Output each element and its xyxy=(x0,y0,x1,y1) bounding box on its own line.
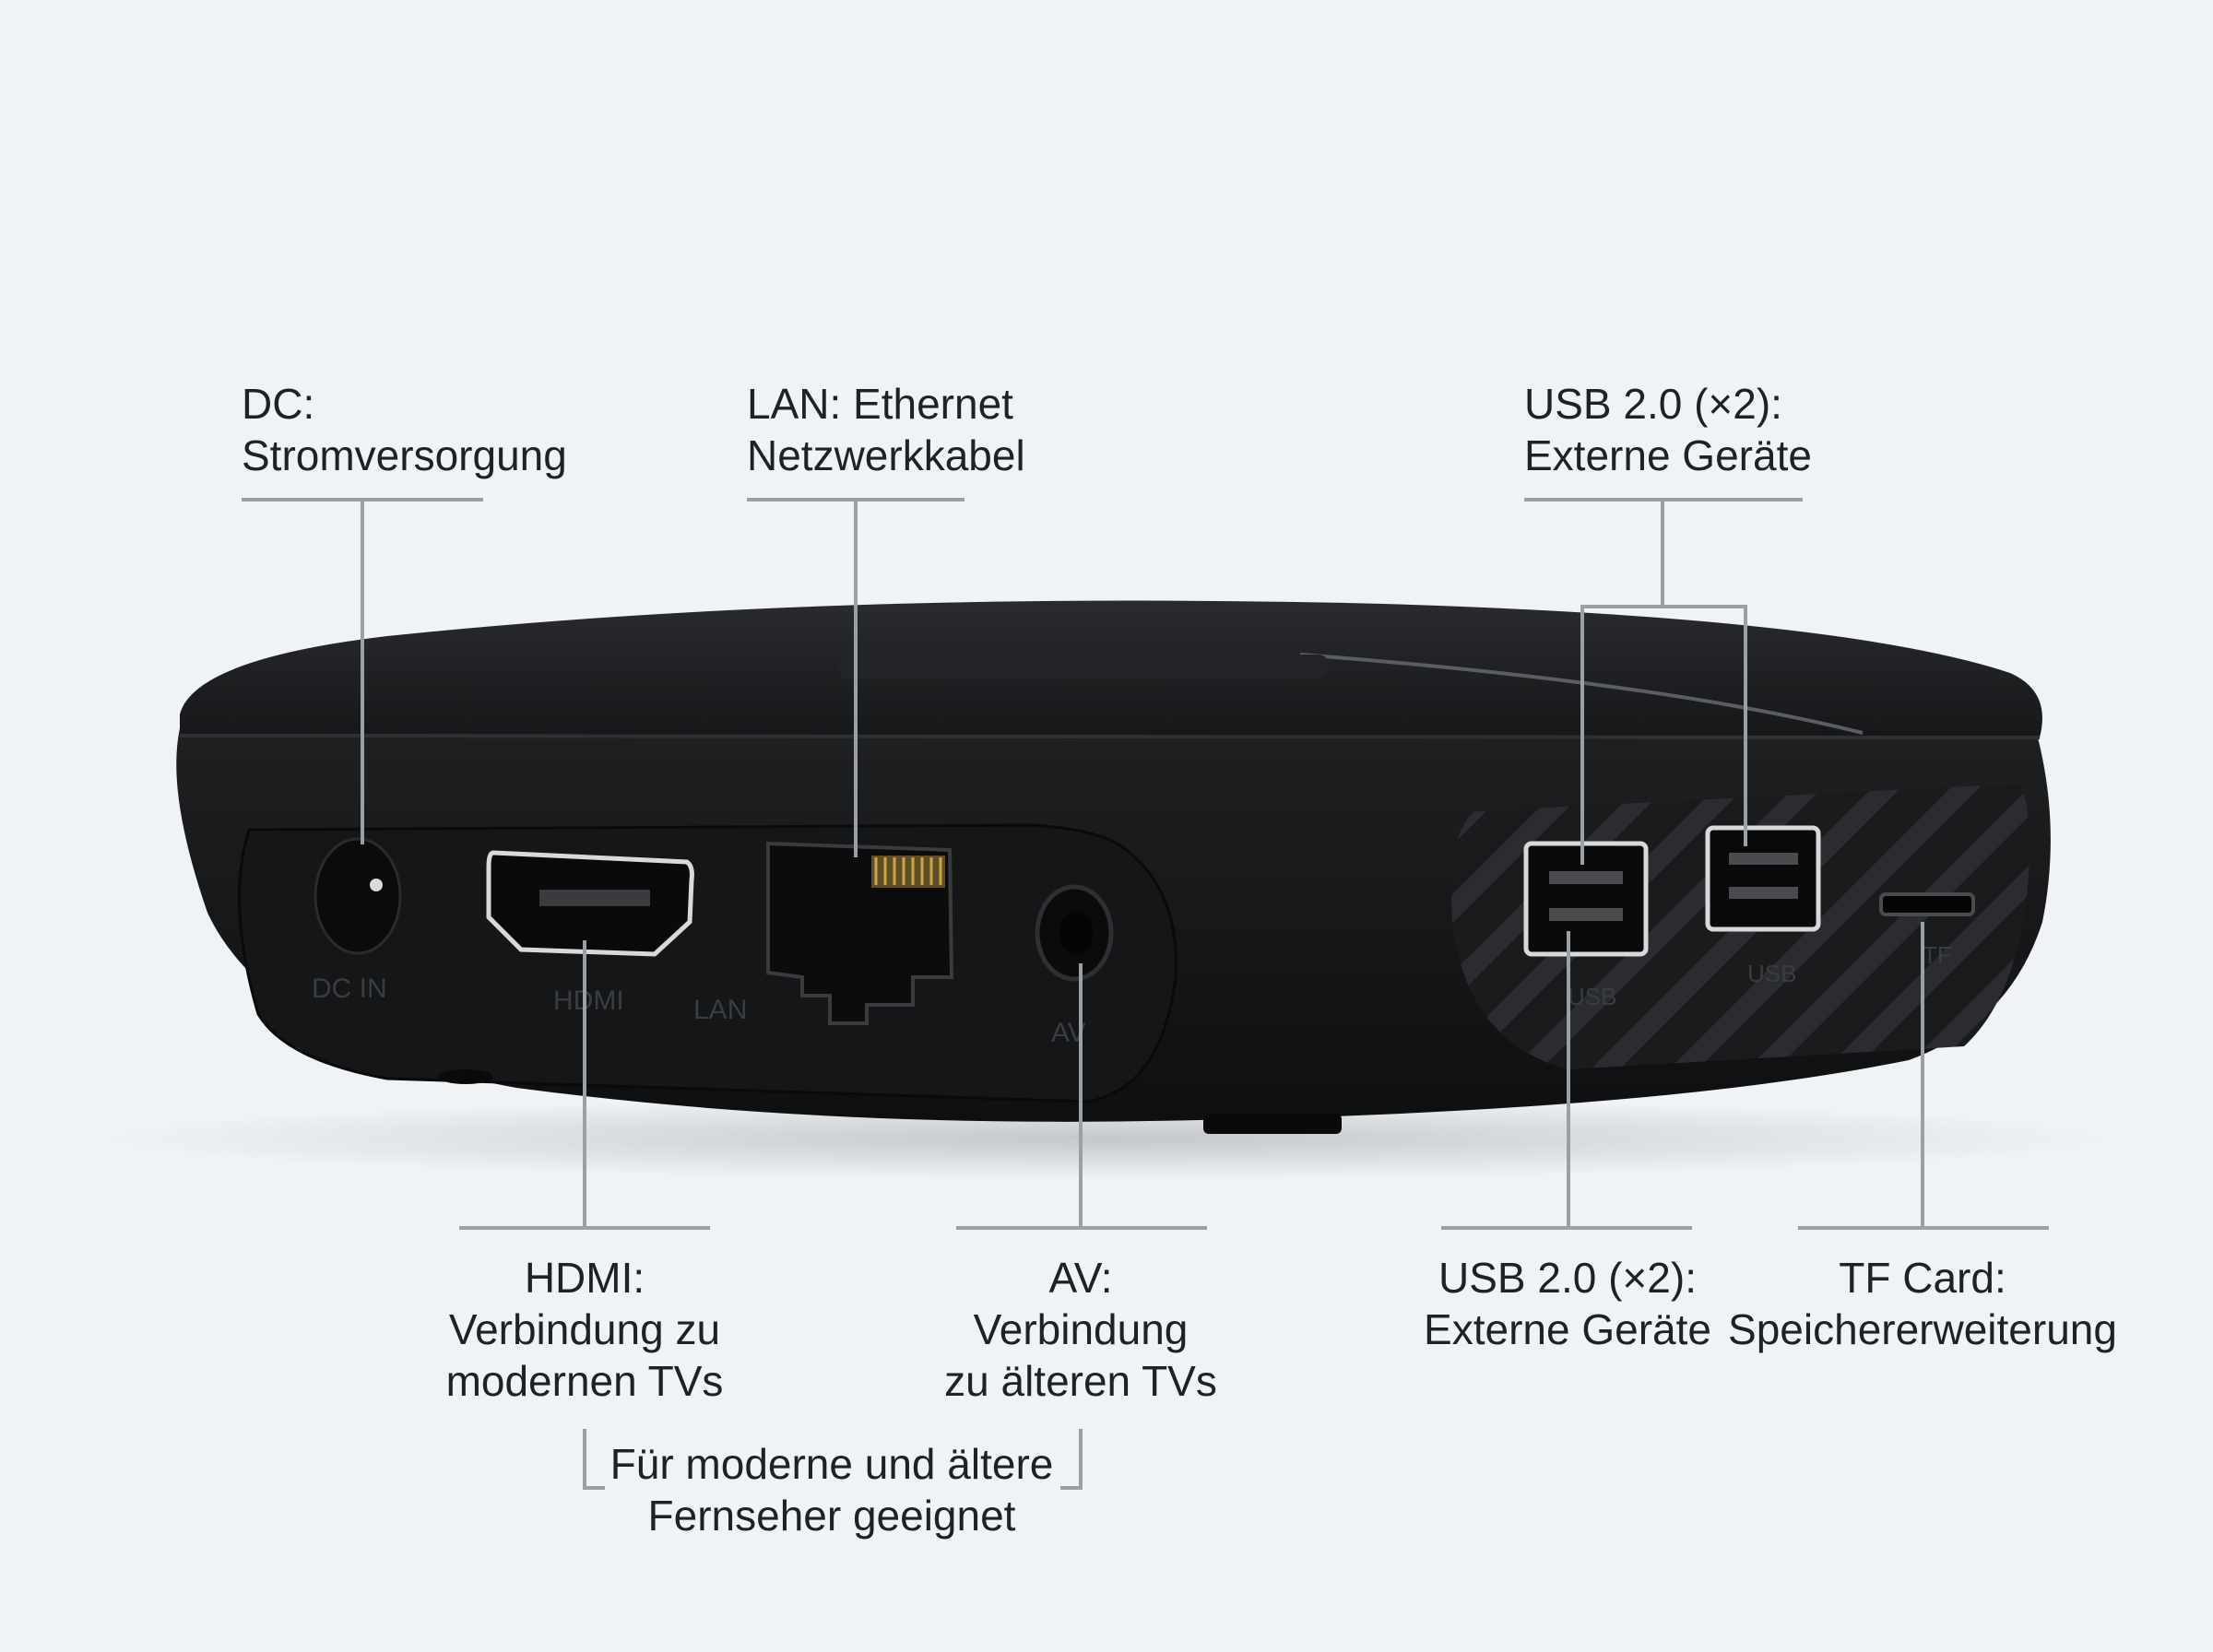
dc-label: DC: Stromversorgung xyxy=(242,378,567,481)
usb-top-rule xyxy=(1524,498,1803,502)
usb1-marking: USB xyxy=(1568,983,1616,1010)
lan-label: LAN: Ethernet Netzwerkkabel xyxy=(747,378,1025,481)
hdmi-rule xyxy=(459,1226,710,1230)
hdmi-desc-1: Verbindung zu xyxy=(448,1305,721,1353)
usb-port-1 xyxy=(1523,841,1649,957)
usb-bottom-rule xyxy=(1441,1226,1692,1230)
foot xyxy=(438,1069,493,1084)
lan-desc: Netzwerkkabel xyxy=(747,431,1025,479)
bracket-line-1: Für moderne und ältere xyxy=(609,1440,1054,1488)
bracket-right xyxy=(1079,1429,1083,1490)
usb-bottom-label: USB 2.0 (×2): Externe Geräte xyxy=(1424,1252,1711,1355)
usb-bottom-desc: Externe Geräte xyxy=(1424,1305,1711,1353)
usb2-marking: USB xyxy=(1747,960,1796,987)
av-desc-2: zu älteren TVs xyxy=(944,1357,1217,1405)
lan-leader xyxy=(854,502,858,857)
usb-top-fork xyxy=(1580,605,1747,608)
tf-label: TF Card: Speichererweiterung xyxy=(1728,1252,2117,1355)
dc-title: DC: xyxy=(242,380,315,428)
lid-highlight xyxy=(1299,653,1864,735)
usb-top-title: USB 2.0 (×2): xyxy=(1524,380,1782,428)
bracket-left-foot xyxy=(583,1486,605,1490)
usb-top-desc: Externe Geräte xyxy=(1524,431,1812,479)
usb-bottom-title: USB 2.0 (×2): xyxy=(1438,1254,1697,1302)
tf-title: TF Card: xyxy=(1839,1254,2006,1302)
dc-marking: DC IN xyxy=(312,974,387,1004)
av-desc-1: Verbindung xyxy=(973,1305,1189,1353)
foot xyxy=(1203,1114,1342,1134)
dc-rule xyxy=(242,498,483,502)
dc-port xyxy=(314,837,402,955)
usb-bottom-leader xyxy=(1567,931,1570,1228)
dc-desc: Stromversorgung xyxy=(242,431,567,479)
tf-leader xyxy=(1921,922,1924,1228)
floor-shadow xyxy=(92,1097,2121,1180)
hdmi-leader xyxy=(583,940,586,1228)
hdmi-marking: HDMI xyxy=(553,985,624,1016)
tf-desc: Speichererweiterung xyxy=(1728,1305,2117,1353)
usb-port-2 xyxy=(1705,825,1821,932)
hdmi-desc-2: modernen TVs xyxy=(445,1357,724,1405)
tf-rule xyxy=(1798,1226,2049,1230)
lan-title: LAN: Ethernet xyxy=(747,380,1013,428)
usb-top-leader-1 xyxy=(1580,605,1584,865)
hdmi-port xyxy=(486,850,694,957)
bracket-left xyxy=(583,1429,586,1490)
av-port xyxy=(1035,884,1114,982)
tf-marking: TF xyxy=(1923,941,1952,969)
av-rule xyxy=(956,1226,1207,1230)
bracket-line-2: Fernseher geeignet xyxy=(647,1492,1016,1540)
dc-leader xyxy=(361,502,364,844)
brand-emboss xyxy=(839,655,1328,678)
usb-top-leader-2 xyxy=(1744,605,1747,846)
lan-port xyxy=(766,841,954,1025)
lan-marking: LAN xyxy=(693,995,747,1025)
hdmi-label: HDMI: Verbindung zu modernen TVs xyxy=(446,1252,724,1407)
usb-top-label: USB 2.0 (×2): Externe Geräte xyxy=(1524,378,1812,481)
usb-top-leader xyxy=(1661,502,1664,607)
tf-card-slot xyxy=(1879,892,1975,916)
av-title: AV: xyxy=(1048,1254,1113,1302)
lid-seam xyxy=(179,734,2041,739)
av-label: AV: Verbindung zu älteren TVs xyxy=(944,1252,1217,1407)
av-leader xyxy=(1079,963,1083,1228)
hdmi-title: HDMI: xyxy=(524,1254,645,1302)
bracket-note: Für moderne und ältere Fernseher geeigne… xyxy=(610,1438,1054,1541)
lan-rule xyxy=(747,498,964,502)
bracket-right-foot xyxy=(1060,1486,1083,1490)
